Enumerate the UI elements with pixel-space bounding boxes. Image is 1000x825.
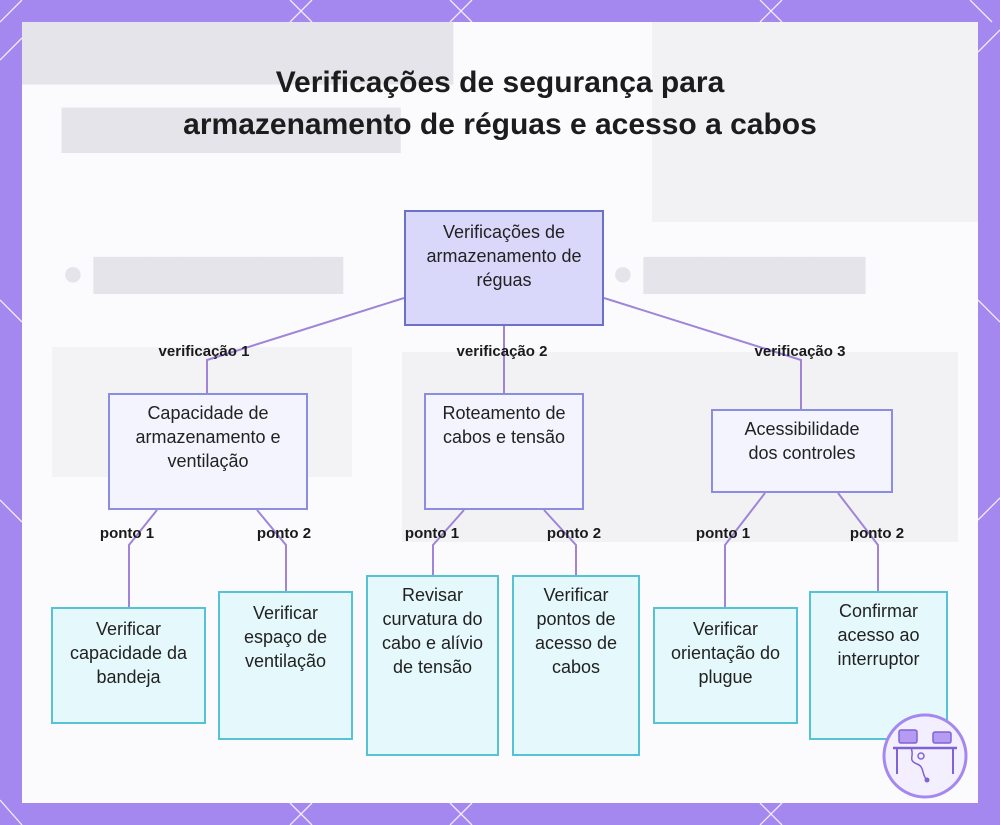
edge-label: verificação 3	[754, 343, 846, 360]
leaf-node-label: Confirmar acesso ao interruptor	[837, 601, 920, 669]
edge-root-branch-1	[206, 297, 405, 393]
branch-node-2: Roteamento de cabos e tensão	[424, 393, 584, 510]
branch-node-label: Acessibilidade dos controles	[744, 419, 860, 463]
branch-node-label: Roteamento de cabos e tensão	[442, 403, 566, 447]
edge-branch-1-point-2	[256, 509, 287, 591]
leaf-node-1-1: Verificar capacidade da bandeja	[51, 607, 206, 724]
edge-label: verificação 2	[456, 343, 548, 360]
page-title: Verificações de segurança para armazenam…	[183, 66, 817, 141]
background-text-blur: ● ▇▇▇▇▇▇▇▇	[612, 252, 866, 293]
leaf-node-label: Verificar orientação do plugue	[670, 619, 781, 687]
leaf-node-label: Verificar capacidade da bandeja	[69, 619, 188, 687]
edge-branch-2-point-1	[432, 509, 465, 575]
edge-label: ponto 2	[256, 525, 312, 542]
leaf-node-2-2: Verificar pontos de acesso de cabos	[512, 575, 640, 756]
leaf-node-label: Verificar espaço de ventilação	[243, 603, 328, 671]
root-node-label: Verificações de armazenamento de réguas	[426, 222, 582, 290]
background-text-blur: ● ▇▇▇▇▇▇▇▇▇	[62, 252, 343, 293]
edge-branch-3-point-1	[724, 492, 766, 607]
branch-node-3: Acessibilidade dos controles	[711, 409, 893, 493]
leaf-node-2-1: Revisar curvatura do cabo e alívio de te…	[366, 575, 499, 756]
edge-branch-2-point-2	[543, 509, 577, 575]
desk-workstation-icon	[882, 713, 968, 799]
leaf-node-1-2: Verificar espaço de ventilação	[218, 591, 353, 740]
edge-root-branch-3	[603, 297, 802, 409]
edge-branch-1-point-1	[128, 509, 158, 607]
leaf-node-label: Verificar pontos de acesso de cabos	[534, 585, 618, 677]
leaf-node-3-1: Verificar orientação do plugue	[653, 607, 798, 724]
background-text-blur: ▇▇▇▇▇▇▇▇▇▇	[62, 103, 401, 152]
edge-label: ponto 1	[404, 525, 460, 542]
edge-label: ponto 2	[546, 525, 602, 542]
branch-node-label: Capacidade de armazenamento e ventilação	[135, 403, 281, 471]
edge-label: verificação 1	[158, 343, 250, 360]
root-node: Verificações de armazenamento de réguas	[404, 210, 604, 326]
background-image-blur	[652, 22, 978, 222]
edge-label: ponto 2	[849, 525, 905, 542]
edge-branch-3-point-2	[837, 492, 879, 591]
edge-label: ponto 1	[99, 525, 155, 542]
background-text-blur: ▇▇▇▇▇▇▇▇	[22, 22, 453, 82]
leaf-node-label: Revisar curvatura do cabo e alívio de te…	[381, 585, 484, 677]
branch-node-1: Capacidade de armazenamento e ventilação	[108, 393, 308, 510]
edge-label: ponto 1	[695, 525, 751, 542]
